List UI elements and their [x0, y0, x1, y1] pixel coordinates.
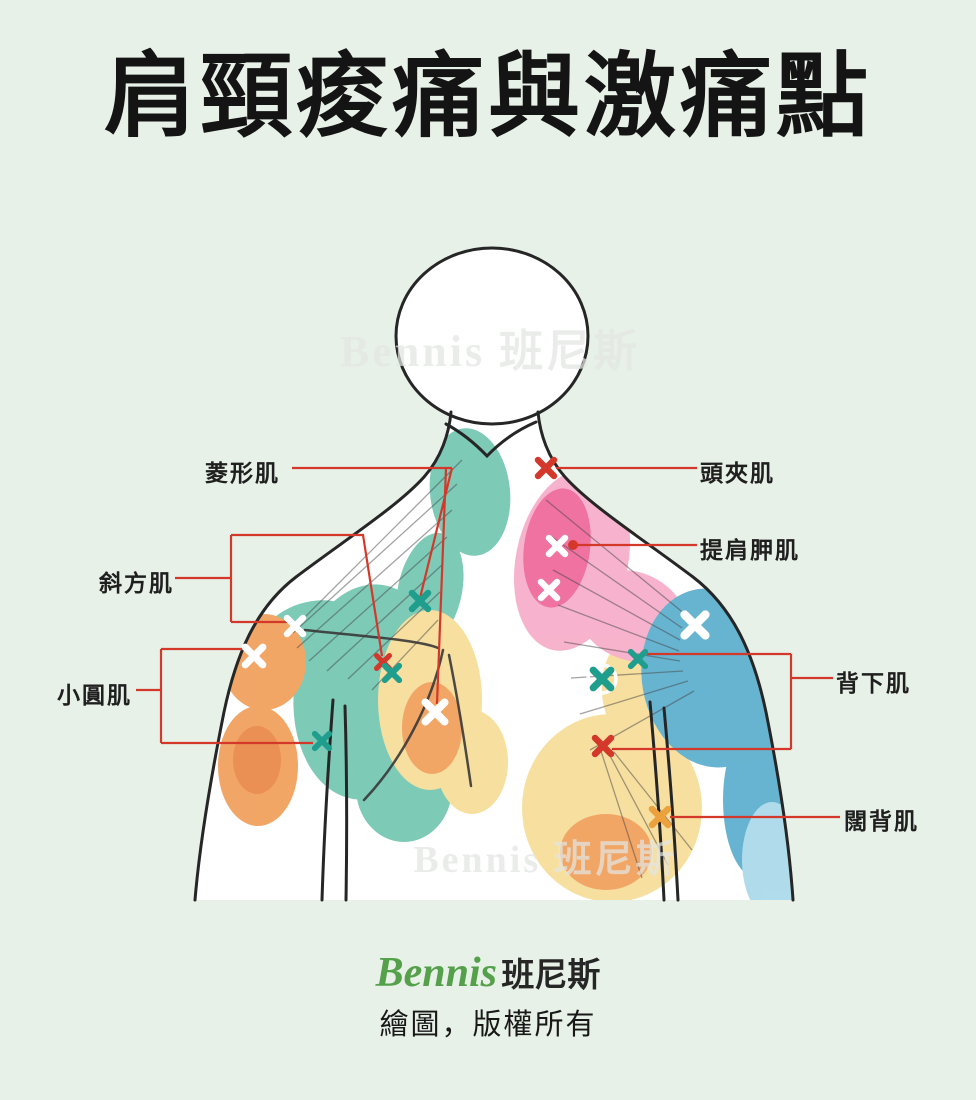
arm-torso-seams — [320, 698, 680, 902]
brand-line: Bennis 班尼斯 — [0, 948, 976, 997]
page-title: 肩頸痠痛與激痛點 — [103, 46, 872, 148]
copyright-caption: 繪圖，版權所有 — [379, 1009, 597, 1041]
trigger-point-x-7 — [381, 662, 403, 684]
brand-logo-text: Bennis — [375, 950, 497, 996]
trigger-point-x-2 — [537, 578, 561, 602]
muscle-fiber-lines — [292, 459, 695, 879]
watermark-upper: Bennis 班尼斯 — [340, 327, 640, 376]
leader-rhomboid — [292, 466, 454, 705]
trigger-point-x-13 — [591, 734, 615, 758]
hairline — [444, 420, 538, 459]
watermark-lower: Bennis 班尼斯 — [413, 839, 676, 881]
trigger-points-layer — [241, 456, 710, 829]
label-splenius-capitis: 頭夾肌 — [700, 460, 775, 486]
trigger-point-x-0 — [534, 456, 558, 480]
label-infraspinatus: 背下肌 — [836, 670, 911, 696]
footer: Bennis 班尼斯 繪圖，版權所有 — [0, 948, 976, 1043]
trigger-point-ring — [586, 663, 618, 695]
leader-lines — [136, 466, 840, 819]
label-levator-scapulae: 提肩胛肌 — [700, 537, 800, 563]
muscle-region-orange-dark — [233, 726, 281, 794]
body-outline-left — [193, 410, 453, 902]
label-latissimus-dorsi: 闊背肌 — [844, 808, 919, 834]
trigger-point-x-5 — [241, 643, 267, 669]
trigger-point-x-1 — [545, 534, 569, 558]
trigger-point-x-12 — [589, 666, 615, 692]
label-rhomboid: 菱形肌 — [205, 460, 280, 486]
trigger-point-x-3 — [408, 589, 432, 613]
leader-teres-minor — [136, 647, 313, 745]
trigger-point-x-4 — [283, 614, 307, 638]
leader-infraspinatus — [612, 652, 833, 751]
trigger-point-x-10 — [680, 610, 710, 640]
trigger-point-x-9 — [311, 730, 333, 752]
leader-levator-dot — [568, 540, 578, 550]
trigger-point-x-14 — [648, 805, 672, 829]
label-teres-minor: 小圓肌 — [57, 682, 132, 708]
label-trapezius: 斜方肌 — [99, 570, 174, 596]
leader-trapezius — [175, 533, 384, 657]
body-outline-right — [536, 410, 795, 902]
head — [394, 246, 590, 426]
brand-name-zh: 班尼斯 — [501, 956, 601, 993]
trigger-point-x-8 — [421, 698, 449, 726]
trigger-point-x-11 — [627, 648, 649, 670]
muscle-regions — [218, 428, 793, 900]
